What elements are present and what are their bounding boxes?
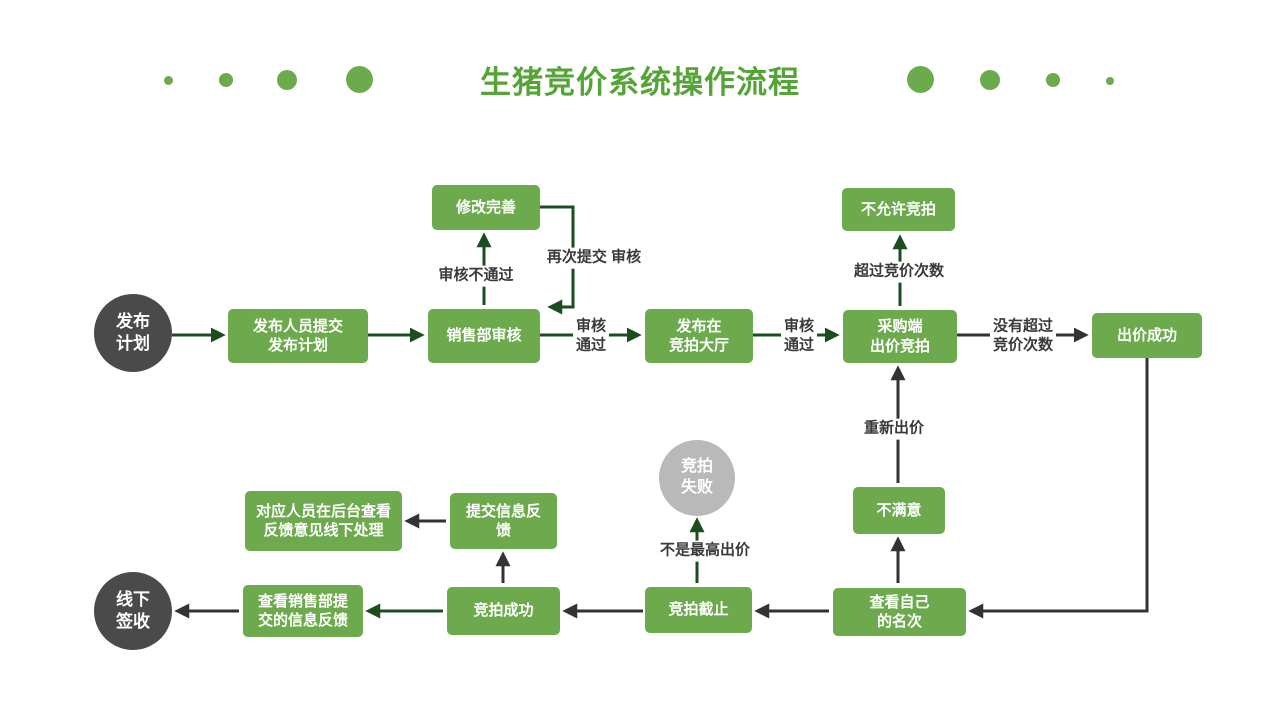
node-no-bid-allowed: 不允许竞拍 — [842, 188, 955, 231]
node-buyer-bid: 采购端 出价竞拍 — [843, 310, 957, 363]
node-submit-plan: 发布人员提交 发布计划 — [228, 309, 368, 363]
decor-dot — [907, 66, 934, 93]
node-bid-success: 出价成功 — [1092, 313, 1202, 358]
edge-label-not-exceed-count: 没有超过 竞价次数 — [989, 316, 1057, 356]
decor-dot — [1106, 77, 1114, 85]
node-offline-sign: 线下 签收 — [94, 572, 172, 650]
node-not-satisfied: 不满意 — [853, 487, 945, 534]
node-sales-review: 销售部审核 — [428, 309, 540, 363]
decor-dot — [277, 70, 297, 90]
edge-label-exceed-count: 超过竞价次数 — [850, 261, 948, 283]
edge-label-not-highest: 不是最高出价 — [656, 540, 754, 562]
edge-label-resubmit: 再次提交 审核 — [543, 247, 645, 269]
node-auction-success: 竞拍成功 — [447, 587, 560, 635]
node-publish-hall: 发布在 竞拍大厅 — [645, 309, 753, 363]
node-modify: 修改完善 — [432, 185, 540, 230]
node-view-rank: 查看自己 的名次 — [833, 588, 966, 636]
decor-dot — [1046, 73, 1060, 87]
decor-dot — [164, 76, 173, 85]
decor-dot — [980, 70, 1000, 90]
node-publish-plan: 发布 计划 — [94, 294, 172, 372]
page-title: 生猪竞价系统操作流程 — [480, 65, 800, 100]
node-view-sales-feedback: 查看销售部提 交的信息反馈 — [243, 585, 363, 637]
node-backend-view: 对应人员在后台查看 反馈意见线下处理 — [245, 491, 402, 551]
node-auction-fail: 竞拍 失败 — [659, 440, 735, 516]
decor-dot — [346, 66, 373, 93]
edge-label-review-fail: 审核不通过 — [435, 265, 517, 287]
edge-label-rebid: 重新出价 — [860, 418, 928, 440]
edge-label-review-pass-2: 审核 通过 — [780, 316, 818, 356]
arrow-bidsuccess-to-viewrank — [968, 358, 1149, 619]
decor-dot — [219, 73, 233, 87]
edge-label-review-pass-1: 审核 通过 — [572, 316, 610, 356]
node-auction-end: 竞拍截止 — [645, 587, 752, 633]
node-submit-feedback: 提交信息反 馈 — [450, 493, 557, 549]
